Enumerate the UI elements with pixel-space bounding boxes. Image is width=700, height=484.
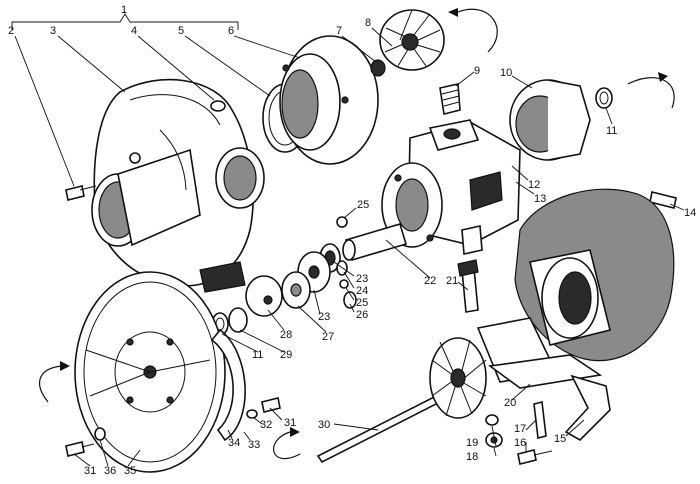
callout-13: 13 [534,193,546,205]
bracket-15 [564,374,611,441]
callout-29: 29 [280,349,292,361]
bolt-2 [65,185,97,201]
callout-6: 6 [228,25,234,37]
bushing-22 [342,223,407,261]
rotation-arrow-top [448,8,498,53]
bolt-31-upper [261,397,281,413]
bolt-21 [457,259,479,313]
bearing-ring-10 [509,79,591,161]
callout-34: 34 [228,437,240,449]
callout-19: 19 [466,437,478,449]
callout-25-lower: 25 [356,297,368,309]
callout-8: 8 [365,17,371,29]
callout-24: 24 [356,285,368,297]
callout-28: 28 [280,329,292,341]
callout-30: 30 [318,419,330,431]
washer-19 [485,414,499,426]
callout-32: 32 [260,419,272,431]
stud-14 [649,191,677,209]
ring-25b [339,279,349,289]
callout-14: 14 [684,207,696,219]
assembly-1-bracket [11,13,239,30]
ring-28 [245,275,283,317]
callout-23-lower: 23 [318,311,330,323]
callout-9: 9 [474,65,480,77]
bearing-housing [381,119,521,255]
turbine-housing [476,188,675,383]
callout-7: 7 [336,25,342,37]
callout-11-upper: 11 [606,125,617,137]
nut-7 [370,59,386,77]
callout-5: 5 [178,25,184,37]
gasket-34 [210,328,246,442]
spacer-26 [343,291,357,309]
callout-25-upper: 25 [357,199,369,211]
gasket-20 [487,354,603,389]
callout-11-lower: 11 [252,349,263,361]
rotation-arrow-right [627,72,675,109]
callout-35: 35 [124,465,136,477]
ring-11-upper [595,87,613,109]
callout-16: 16 [514,437,526,449]
bolt-16 [517,449,553,465]
oil-fitting-9 [439,83,461,115]
callout-31-lower: 31 [84,465,96,477]
callout-12: 12 [528,179,540,191]
o-ring-4 [210,100,226,112]
ring-25a [336,216,348,228]
rotation-arrow-bottom [273,427,301,460]
turbine-wheel [429,337,487,419]
compressor-wheel-8 [379,9,445,71]
callout-23-upper: 23 [356,273,368,285]
callout-4: 4 [131,25,137,37]
callout-36: 36 [104,465,116,477]
bolt-31-lower [65,441,95,457]
callout-1: 1 [121,4,127,16]
rotation-arrow-left [39,361,70,403]
stud-17 [533,401,547,439]
washer-36 [94,427,106,441]
callout-17: 17 [514,423,526,435]
callout-31-upper: 31 [284,417,296,429]
callout-18: 18 [466,451,478,463]
callout-22: 22 [424,275,436,287]
bolt-32 [246,409,258,419]
callout-10: 10 [500,67,512,79]
compressor-housing [91,78,265,293]
turbine-shaft-30 [316,392,446,464]
callout-26: 26 [356,309,368,321]
cover-disc-35 [74,271,226,473]
thrust-plate-27 [281,271,311,309]
callout-15: 15 [554,433,566,445]
callout-27: 27 [322,331,334,343]
callout-labels: 1 2 3 4 5 6 7 8 9 10 11 12 13 14 25 23 2… [8,4,696,477]
washer-29 [228,307,248,333]
callout-33: 33 [248,439,260,451]
callout-2: 2 [8,25,14,37]
callout-20: 20 [504,397,516,409]
callout-21: 21 [446,275,458,287]
leader-lines [14,27,685,467]
callout-3: 3 [50,25,56,37]
seal-plate-6 [279,35,379,165]
